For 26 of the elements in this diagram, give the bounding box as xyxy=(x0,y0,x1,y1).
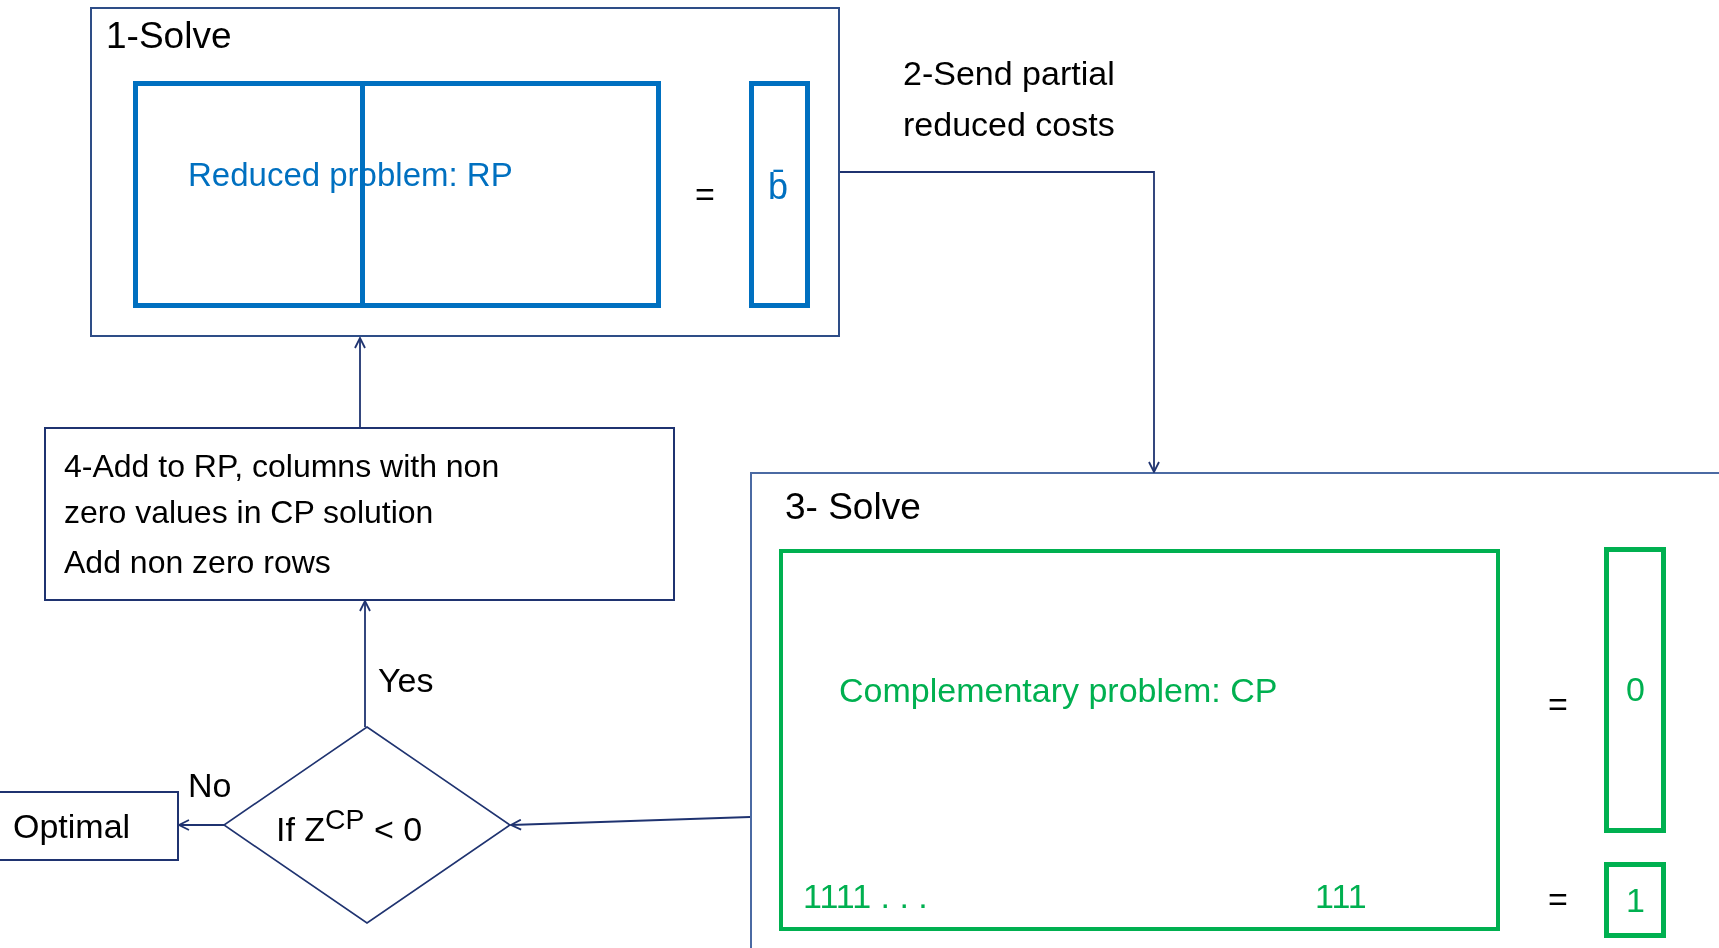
process-box xyxy=(44,427,675,601)
vector-box xyxy=(749,81,810,308)
arrow xyxy=(178,819,225,831)
panel-frame xyxy=(90,7,840,337)
panel-title: 3- Solve xyxy=(785,486,921,529)
arrow xyxy=(839,171,1160,473)
condition-text: If Z$^{CP}$ < 0 xyxy=(276,803,423,850)
step-text: Add non zero rows xyxy=(64,544,331,581)
terminal-label: Optimal xyxy=(13,807,131,847)
matrix-box xyxy=(133,81,661,308)
row-values: 1111 . . . xyxy=(803,877,928,917)
row-values: 111 xyxy=(1315,877,1367,917)
vector-entry: b̄ xyxy=(768,166,789,208)
vector-entry: 1 xyxy=(1626,881,1645,921)
vector-entry: 0 xyxy=(1626,670,1645,710)
terminal-box xyxy=(0,791,179,861)
arrow xyxy=(359,600,371,728)
panel-title: 1-Solve xyxy=(106,15,232,58)
arrow xyxy=(354,337,366,428)
step-text: 4-Add to RP, columns with non zero values in CP solution xyxy=(64,447,501,533)
panel-frame xyxy=(750,472,1719,948)
vector-box xyxy=(1604,547,1666,833)
vector-box xyxy=(1604,862,1666,938)
matrix-label: Complementary problem: CP xyxy=(839,671,1278,711)
arrow xyxy=(510,816,751,831)
matrix-box xyxy=(779,549,1500,931)
